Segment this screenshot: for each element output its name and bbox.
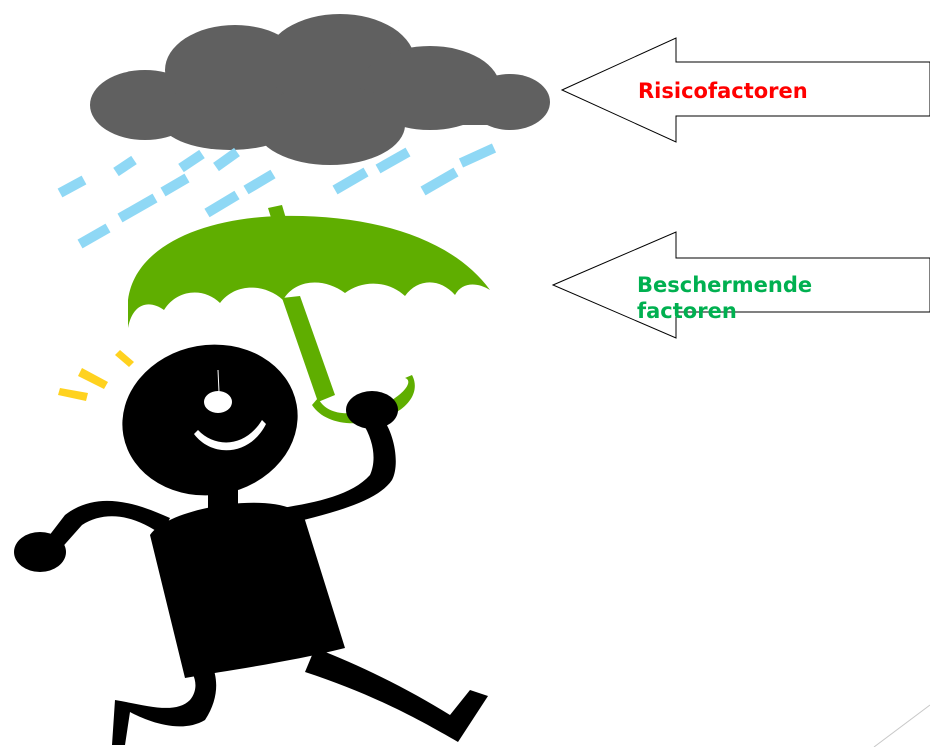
raindrop <box>178 149 205 173</box>
raindrop <box>213 147 240 172</box>
raindrop <box>243 169 276 195</box>
rain-drops <box>57 143 497 249</box>
risk-factors-label: Risicofactoren <box>638 79 808 103</box>
raindrop <box>204 190 240 218</box>
corner-decoration <box>873 704 930 747</box>
raindrop <box>57 175 87 198</box>
raindrop <box>332 167 369 195</box>
motion-accents <box>58 350 134 401</box>
walking-figure <box>14 344 488 745</box>
face <box>194 369 266 451</box>
raindrop <box>113 155 137 177</box>
protect-arrow <box>551 231 930 339</box>
raindrop <box>77 223 111 249</box>
rain-cloud <box>90 14 550 165</box>
smile <box>194 420 266 451</box>
protective-factors-label: Beschermende factoren <box>637 273 813 323</box>
raindrop <box>160 173 190 197</box>
raindrop <box>420 167 459 196</box>
raindrop <box>458 143 497 168</box>
risk-arrow <box>560 37 930 143</box>
raindrop <box>117 193 158 223</box>
raindrop <box>375 147 411 174</box>
eye <box>204 391 232 413</box>
